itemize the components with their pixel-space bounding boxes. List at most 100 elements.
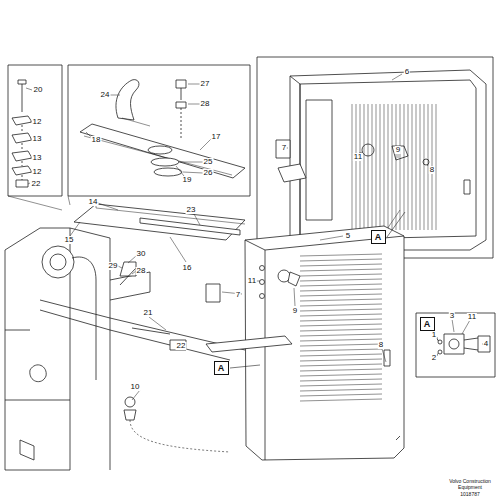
callout-number: 11 <box>467 313 477 321</box>
side-cover <box>206 226 404 460</box>
vent-fin <box>436 104 437 230</box>
vent-fin <box>364 104 365 230</box>
vent-fin <box>300 304 382 306</box>
section-callout: A <box>214 361 229 375</box>
callout-number: 18 <box>91 136 102 144</box>
vent-fin <box>300 254 382 256</box>
top-plate <box>74 204 245 285</box>
vent-fin <box>300 349 382 351</box>
detail-frame <box>8 65 62 196</box>
callout-number: 29 <box>108 262 119 270</box>
cover-plate <box>80 80 245 178</box>
vent-fin <box>352 104 353 230</box>
vent-fin <box>388 104 389 230</box>
vent-fin <box>372 104 373 230</box>
vent-fin <box>300 394 382 396</box>
vent-fin <box>300 274 382 276</box>
callout-number: 10 <box>130 383 141 391</box>
callout-number: 27 <box>200 80 211 88</box>
callout-number: 16 <box>182 264 193 272</box>
bolt-stack <box>12 80 32 187</box>
callout-number: 2 <box>431 354 437 362</box>
vent-fin <box>300 369 382 371</box>
vent-fin <box>408 104 409 230</box>
machine-frame <box>5 228 245 470</box>
callout-number: 19 <box>182 176 193 184</box>
callout-number: 7 <box>235 291 241 299</box>
vent-fin <box>300 289 382 291</box>
vent-fin <box>400 104 401 230</box>
vent-fin <box>404 104 405 230</box>
callout-number: 11 <box>247 277 257 285</box>
callout-letter: A <box>424 320 431 329</box>
vent-fin <box>396 104 397 230</box>
vent-fin <box>300 324 382 326</box>
vent-fin <box>300 294 382 296</box>
callout-number: 11 <box>353 153 363 161</box>
callout-number: 14 <box>88 198 99 206</box>
vent-fin <box>300 344 382 346</box>
callout-number: 13 <box>32 154 43 162</box>
callout-number: 15 <box>64 236 75 244</box>
vent-fin <box>424 104 425 230</box>
callout-number: 20 <box>33 86 44 94</box>
vent-fin <box>300 374 382 376</box>
callout-letter: A <box>218 364 225 373</box>
publisher-note: Volvo Construction Equipment <box>447 479 493 490</box>
callout-number: 4 <box>483 340 489 348</box>
vent-fin <box>416 104 417 230</box>
callout-number: 25 <box>203 158 214 166</box>
vent-fin <box>300 269 382 271</box>
callout-number: 12 <box>32 118 43 126</box>
callout-number: 6 <box>404 68 410 76</box>
latch-detail <box>438 334 490 354</box>
vent-fin <box>300 389 382 391</box>
vent-fin <box>300 309 382 311</box>
vent-fin <box>368 104 369 230</box>
callout-number: 8 <box>429 166 435 174</box>
frame-link <box>8 196 70 210</box>
callout-number: 12 <box>32 168 43 176</box>
section-callout: A <box>420 317 435 331</box>
callout-number: 13 <box>32 135 43 143</box>
callout-number: 28 <box>136 267 147 275</box>
callout-number: 30 <box>136 250 147 258</box>
side-cover-inside <box>276 70 486 250</box>
publisher-note: 1018787 <box>447 492 493 498</box>
vent-fin <box>300 259 382 261</box>
callout-number: 7 <box>281 144 287 152</box>
callout-number: 26 <box>203 169 214 177</box>
vent-fin <box>360 104 361 230</box>
callout-number: 9 <box>292 307 298 315</box>
vent-fin <box>300 299 382 301</box>
callout-number: 8 <box>378 341 384 349</box>
callout-number: 28 <box>200 100 211 108</box>
vent-fin <box>300 364 382 366</box>
callout-number: 9 <box>395 146 401 154</box>
callout-number: 24 <box>100 91 111 99</box>
vent-fin <box>300 384 382 386</box>
vent-fin <box>392 104 393 230</box>
vent-fin <box>356 104 357 230</box>
section-callout: A <box>371 230 386 244</box>
vent-fin <box>300 379 382 381</box>
callout-number: 23 <box>186 206 197 214</box>
vent-fin <box>300 334 382 336</box>
callout-number: 3 <box>449 312 455 320</box>
callout-number: 22 <box>176 342 187 350</box>
detail-frame <box>416 313 495 377</box>
vent-fin <box>300 314 382 316</box>
vent-fin <box>300 399 382 401</box>
callout-letter: A <box>375 233 382 242</box>
callout-number: 22 <box>31 180 42 188</box>
callout-number: 21 <box>143 309 154 317</box>
vent-fin <box>412 104 413 230</box>
vent-fin <box>300 284 382 286</box>
callout-number: 1 <box>431 331 437 339</box>
vent-fin <box>420 104 421 230</box>
vent-fin <box>300 264 382 266</box>
vent-fin <box>300 329 382 331</box>
vent-fin <box>300 354 382 356</box>
